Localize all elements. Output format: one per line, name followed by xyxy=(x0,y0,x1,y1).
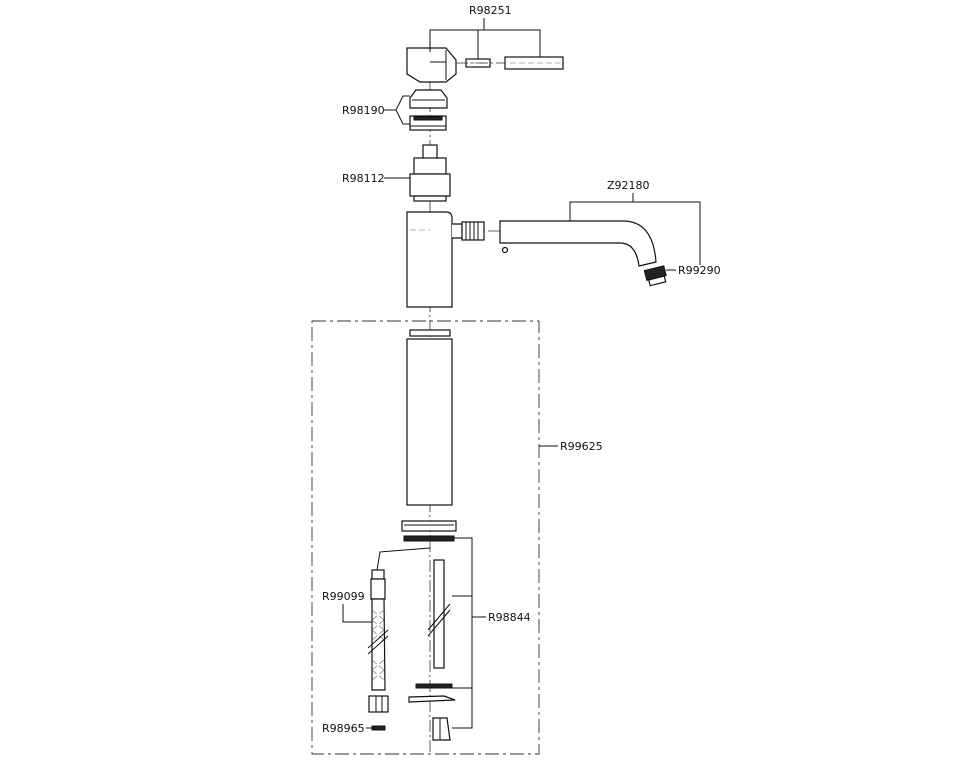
spout-tube xyxy=(499,220,657,267)
mounting-gasket xyxy=(403,535,455,542)
cartridge-stem xyxy=(422,144,438,160)
column-tube xyxy=(406,338,453,506)
trim-cap xyxy=(409,89,448,109)
label-body-kit: R99625 xyxy=(560,440,603,453)
threaded-rod xyxy=(433,559,445,669)
label-spout: Z92180 xyxy=(607,179,650,192)
label-hose-washer: R98965 xyxy=(322,722,365,735)
label-cartridge: R98112 xyxy=(342,172,385,185)
label-mounting-kit: R98844 xyxy=(488,611,531,624)
mounting-kit-group: R98844 xyxy=(403,535,531,741)
column-washer-top xyxy=(409,329,451,337)
cartridge-top xyxy=(413,157,447,175)
body-kit-boundary xyxy=(311,320,540,755)
label-aerator: R99290 xyxy=(678,264,721,277)
aerator-group: R99290 xyxy=(643,264,721,287)
spout-group: Z92180 xyxy=(499,179,701,267)
mounting-washer xyxy=(415,683,453,689)
hose-washer xyxy=(371,725,386,731)
flex-hose-group: R99099 xyxy=(322,547,431,713)
body-kit-group: R99625 xyxy=(311,320,603,755)
hose-washer-group: R98965 xyxy=(322,722,386,735)
cartridge-body xyxy=(409,173,451,197)
label-handle: R98251 xyxy=(469,4,512,17)
faucet-body-group xyxy=(406,211,485,308)
mounting-bracket xyxy=(408,695,456,703)
label-flex-hose: R99099 xyxy=(322,590,365,603)
hose-top-fitting xyxy=(371,569,385,580)
trim-ring-group: R98190 xyxy=(342,89,448,131)
hose-bottom-nut xyxy=(368,695,389,713)
handle-lever xyxy=(406,47,457,83)
mounting-nut xyxy=(432,717,451,741)
label-trim-ring: R98190 xyxy=(342,104,385,117)
handle-group: R98251 xyxy=(406,4,564,83)
cartridge-group: R98112 xyxy=(342,144,451,202)
faucet-body xyxy=(406,211,453,308)
spout-connector xyxy=(461,221,485,241)
base-flange xyxy=(401,520,457,532)
